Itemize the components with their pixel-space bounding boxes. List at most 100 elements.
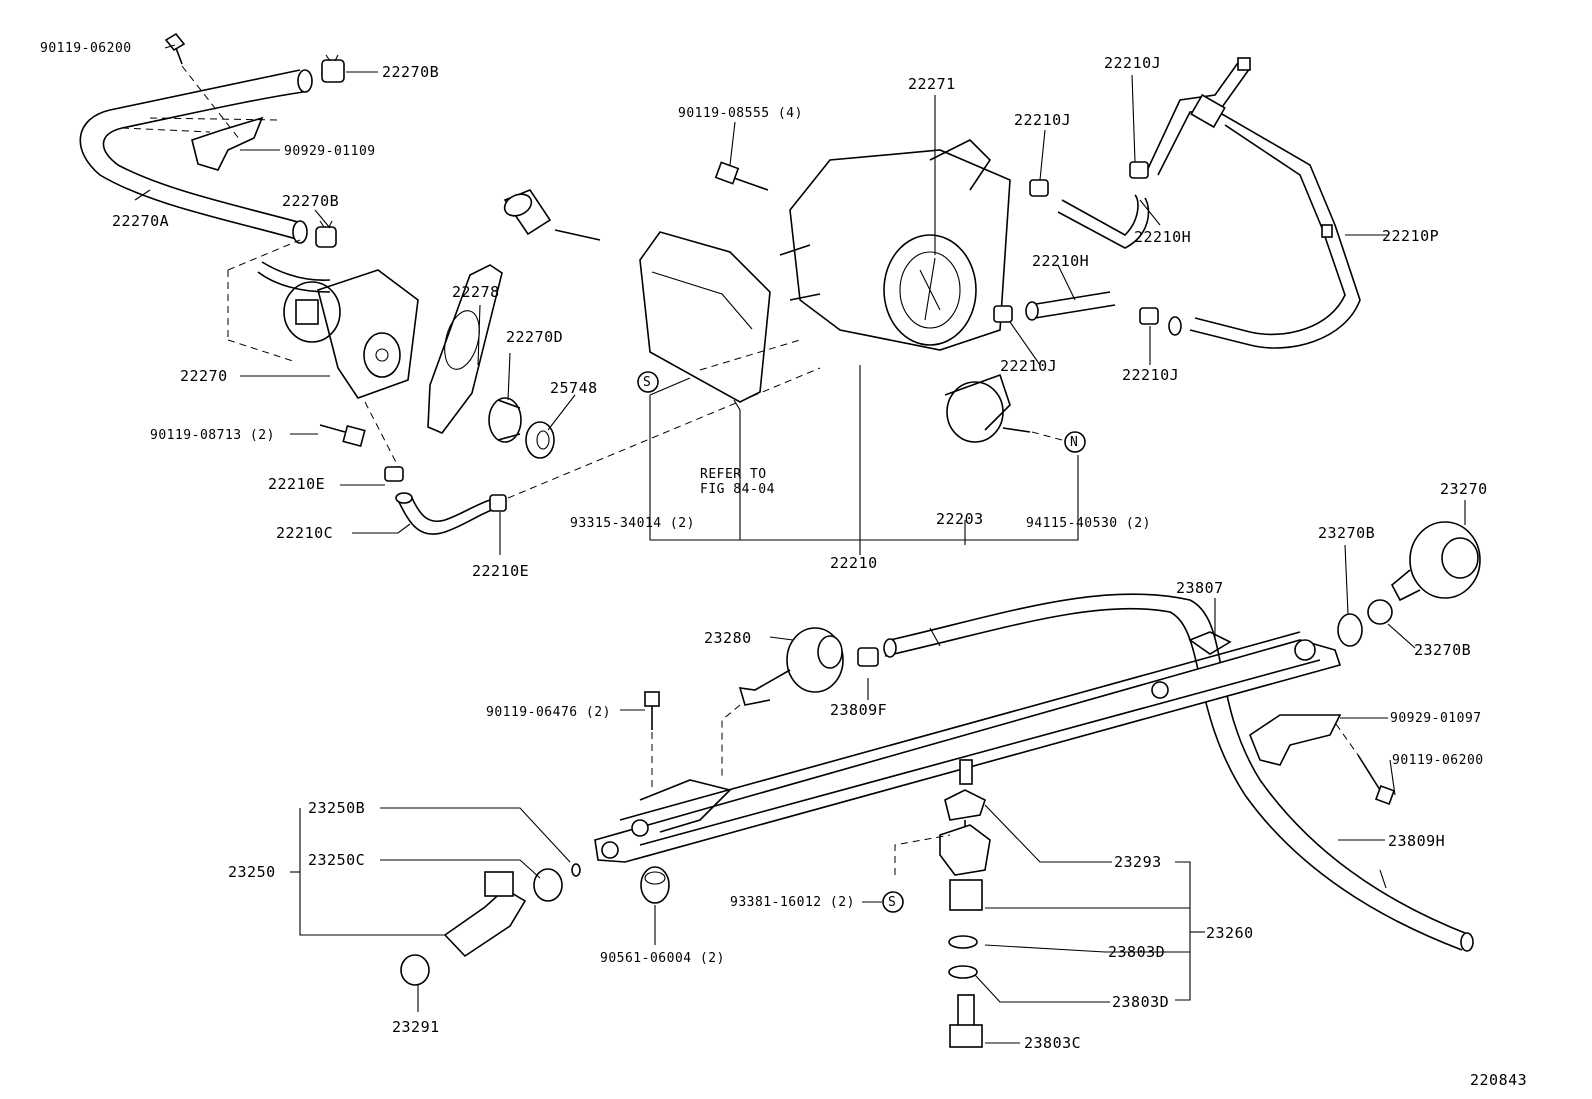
label-23270b-bottom: 23270B	[1414, 641, 1472, 659]
clamp-23809f	[857, 647, 879, 667]
insulator-23291	[400, 954, 430, 986]
hose-22210c	[395, 492, 493, 535]
label-22210j-2: 22210J	[1104, 54, 1162, 72]
label-22270d: 22270D	[506, 328, 564, 346]
gasket-22278	[427, 264, 503, 434]
clamp-22210j-1	[1029, 179, 1049, 197]
label-93315-34014: 93315-34014 (2)	[570, 516, 695, 531]
label-23807: 23807	[1176, 579, 1224, 597]
leader-lines	[134, 44, 1466, 1044]
marker-n-label: N	[1070, 435, 1079, 450]
label-93381-16012: 93381-16012 (2)	[730, 895, 855, 910]
pressure-regulator-23270	[1390, 521, 1481, 602]
label-23293: 23293	[1114, 853, 1162, 871]
refer-note-line-2: FIG 84-04	[700, 482, 775, 497]
label-22210: 22210	[830, 554, 878, 572]
label-22210h-lower: 22210H	[1032, 252, 1090, 270]
label-90561-06004: 90561-06004 (2)	[600, 951, 725, 966]
label-90119-08555: 90119-08555 (4)	[678, 106, 803, 121]
label-90929-01097: 90929-01097	[1390, 711, 1482, 726]
label-23270b-top: 23270B	[1318, 524, 1376, 542]
marker-s-label-1: S	[643, 375, 652, 390]
marker-s-label-2: S	[888, 895, 897, 910]
label-22270: 22270	[180, 367, 228, 385]
label-22210e-upper: 22210E	[268, 475, 326, 493]
label-90119-06200: 90119-06200	[40, 41, 132, 56]
o-ring-23270b-2	[1367, 599, 1393, 625]
fuel-injector-23250	[443, 863, 581, 958]
o-ring-23270b-1	[1337, 613, 1363, 647]
throttle-sensor-connector	[503, 189, 601, 241]
clamp-22210j-2	[1129, 161, 1149, 179]
label-23250b: 23250B	[308, 799, 366, 817]
label-23809f: 23809F	[830, 701, 888, 719]
label-22271: 22271	[908, 75, 956, 93]
fuel-inlet-union-23293	[939, 759, 991, 911]
pulsation-damper-23280	[738, 627, 844, 706]
label-90119-08713: 90119-08713 (2)	[150, 428, 275, 443]
figure-code: 220843	[1470, 1071, 1528, 1089]
gasket-23803d-2	[948, 965, 978, 979]
label-23803d-2: 23803D	[1112, 993, 1170, 1011]
bracket-90929-01109	[191, 116, 264, 171]
marker-n	[1064, 431, 1086, 453]
idle-air-control-valve-22270	[257, 261, 419, 399]
label-25748: 25748	[550, 379, 598, 397]
hose-22210h-lower	[1025, 291, 1116, 321]
marker-s-2	[882, 891, 904, 913]
label-22210p: 22210P	[1382, 227, 1440, 245]
marker-s-1	[637, 371, 659, 393]
gasket-23803d-1	[948, 935, 978, 949]
clamp-22210e-upper	[384, 466, 404, 482]
insulator-90561-06004	[640, 866, 670, 904]
delivery-pipe-23807	[594, 631, 1342, 863]
label-22210j-3: 22210J	[1000, 357, 1058, 375]
label-22203: 22203	[936, 510, 984, 528]
label-23291: 23291	[392, 1018, 440, 1036]
label-22210j-4: 22210J	[1122, 366, 1180, 384]
label-90119-06200-right: 90119-06200	[1392, 753, 1484, 768]
throttle-body-22210	[779, 139, 1011, 351]
cap-25748	[525, 421, 555, 459]
bolt-90119-06476	[644, 691, 660, 730]
label-22210j-1: 22210J	[1014, 111, 1072, 129]
dashpot-22203	[944, 373, 1031, 443]
label-23809h: 23809H	[1388, 832, 1446, 850]
clamp-22210j-3	[993, 305, 1013, 323]
label-22270a: 22270A	[112, 212, 170, 230]
bolt-90119-06200-top	[164, 32, 186, 65]
label-22270b-mid: 22270B	[282, 192, 340, 210]
bolt-90119-06200-right	[1357, 754, 1395, 805]
refer-note-line-1: REFER TO	[700, 467, 767, 482]
label-23280: 23280	[704, 629, 752, 647]
label-22210h-upper: 22210H	[1134, 228, 1192, 246]
label-23803c: 23803C	[1024, 1034, 1082, 1052]
bolt-90119-08555	[714, 161, 769, 191]
throttle-cover	[639, 231, 771, 403]
label-22210e-lower: 22210E	[472, 562, 530, 580]
clamp-22210j-4	[1139, 307, 1159, 325]
label-90119-06476: 90119-06476 (2)	[486, 705, 611, 720]
label-90929-01109: 90929-01109	[284, 144, 376, 159]
label-23250c: 23250C	[308, 851, 366, 869]
label-94115-40530: 94115-40530 (2)	[1026, 516, 1151, 531]
pipe-22210p	[1144, 57, 1361, 349]
label-22210c: 22210C	[276, 524, 334, 542]
label-22270b-top: 22270B	[382, 63, 440, 81]
label-23270: 23270	[1440, 480, 1488, 498]
air-hose-22270a	[79, 69, 313, 244]
label-22278: 22278	[452, 283, 500, 301]
bracket-90929-01097	[1249, 714, 1342, 766]
clamp-22210e-lower	[489, 494, 507, 512]
hose-22210h-upper	[1057, 194, 1150, 249]
label-23260: 23260	[1206, 924, 1254, 942]
hose-clamp-22270b-mid	[315, 220, 337, 248]
bolt-90119-08713	[319, 424, 366, 448]
label-23250: 23250	[228, 863, 276, 881]
hose-clamp-22270b-top	[321, 54, 345, 83]
seal-22270d	[488, 397, 522, 443]
label-23803d-1: 23803D	[1108, 943, 1166, 961]
union-bolt-23803c	[949, 994, 983, 1048]
